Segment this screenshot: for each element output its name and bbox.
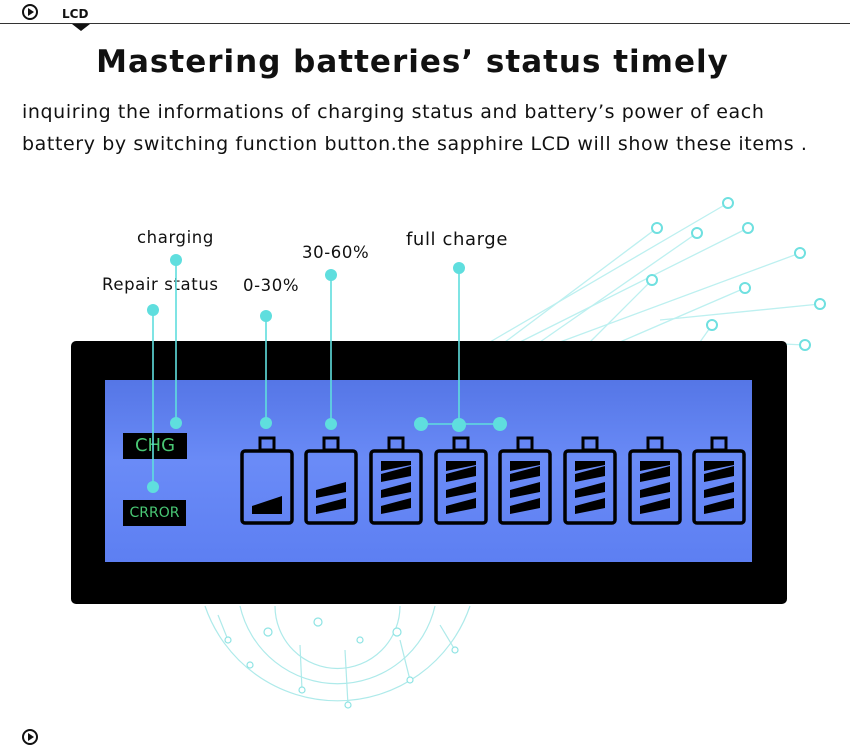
callout-full-charge: full charge (406, 229, 508, 250)
tab-caret-icon (72, 24, 90, 31)
description-text: inquiring the informations of charging s… (22, 101, 808, 155)
lcd-tab-label[interactable]: LCD (62, 7, 89, 21)
battery-1-icon (240, 436, 294, 525)
battery-3-icon (369, 436, 423, 525)
callout-0-30: 0-30% (243, 276, 300, 295)
battery-7-icon (628, 436, 682, 525)
page-title: Mastering batteries’ status timely (96, 44, 729, 80)
divider-line (0, 23, 850, 24)
battery-8-icon (692, 436, 746, 525)
top-nav-bar: LCD (0, 0, 850, 32)
lcd-screen (105, 380, 752, 562)
callout-repair-status: Repair status (102, 275, 219, 294)
battery-5-icon (498, 436, 552, 525)
leader-dot (170, 254, 182, 266)
circle-arrow-right-icon-bottom[interactable] (22, 729, 38, 745)
battery-6-icon (563, 436, 617, 525)
circle-arrow-right-icon[interactable] (22, 4, 38, 20)
chg-indicator: CHG (123, 433, 187, 459)
callout-30-60: 30-60% (302, 243, 370, 262)
callout-charging: charging (137, 228, 214, 247)
battery-4-icon (434, 436, 488, 525)
battery-2-icon (304, 436, 358, 525)
error-indicator: CRROR (123, 500, 186, 526)
